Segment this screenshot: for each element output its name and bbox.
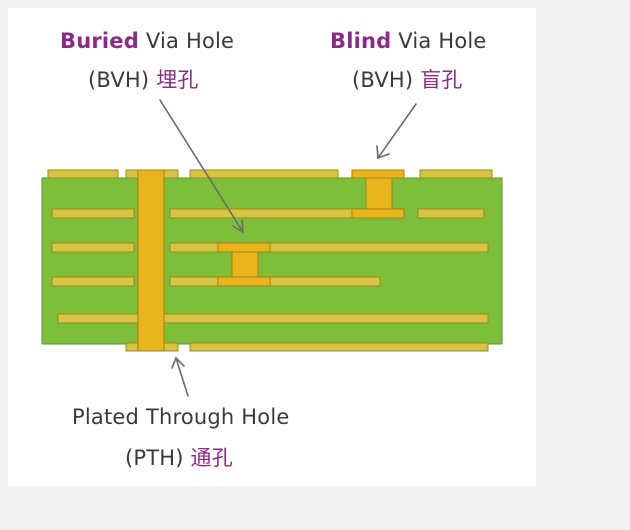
pth-abbr: (PTH) [125, 446, 191, 470]
buried-arrow [159, 99, 244, 234]
blind-via-bottom-pad [351, 208, 405, 219]
top-copper-3 [189, 169, 339, 179]
pth-arrow [171, 356, 189, 397]
buried-word: Buried [60, 29, 139, 53]
buried-via-barrel [231, 251, 259, 278]
inner-trace-2a [51, 242, 135, 253]
pth-abbr-line: (PTH) 通孔 [125, 442, 233, 472]
pth-cjk: 通孔 [190, 446, 233, 470]
inner-trace-3b [169, 276, 381, 287]
inner-trace-1b [169, 208, 363, 219]
buried-via-bottom-pad [217, 276, 271, 287]
blind-via-label: Blind Via Hole [330, 29, 487, 53]
top-copper-1 [47, 169, 119, 179]
blind-via-barrel [365, 177, 393, 210]
buried-rest: Via Hole [139, 29, 235, 53]
blind-arrow [376, 103, 417, 160]
blind-cjk: 盲孔 [420, 68, 463, 92]
buried-via-label: Buried Via Hole [60, 29, 234, 53]
pth-label: Plated Through Hole [72, 405, 290, 429]
buried-cjk: 埋孔 [156, 68, 199, 92]
blind-via-top-pad [351, 169, 405, 179]
buried-abbr: (BVH) [88, 68, 157, 92]
blind-rest: Via Hole [391, 29, 487, 53]
pth-line1: Plated Through Hole [72, 405, 290, 429]
blind-word: Blind [330, 29, 392, 53]
top-copper-5 [419, 169, 493, 179]
inner-trace-4 [57, 313, 489, 324]
blind-via-abbr: (BVH) 盲孔 [352, 64, 463, 94]
blind-abbr: (BVH) [352, 68, 421, 92]
inner-trace-1a [51, 208, 135, 219]
inner-trace-2b [169, 242, 489, 253]
buried-via-top-pad [217, 242, 271, 253]
buried-via-abbr: (BVH) 埋孔 [88, 64, 199, 94]
bottom-copper-2 [189, 342, 489, 352]
inner-trace-3a [51, 276, 135, 287]
inner-trace-1c [417, 208, 485, 219]
through-hole-barrel [137, 169, 165, 352]
